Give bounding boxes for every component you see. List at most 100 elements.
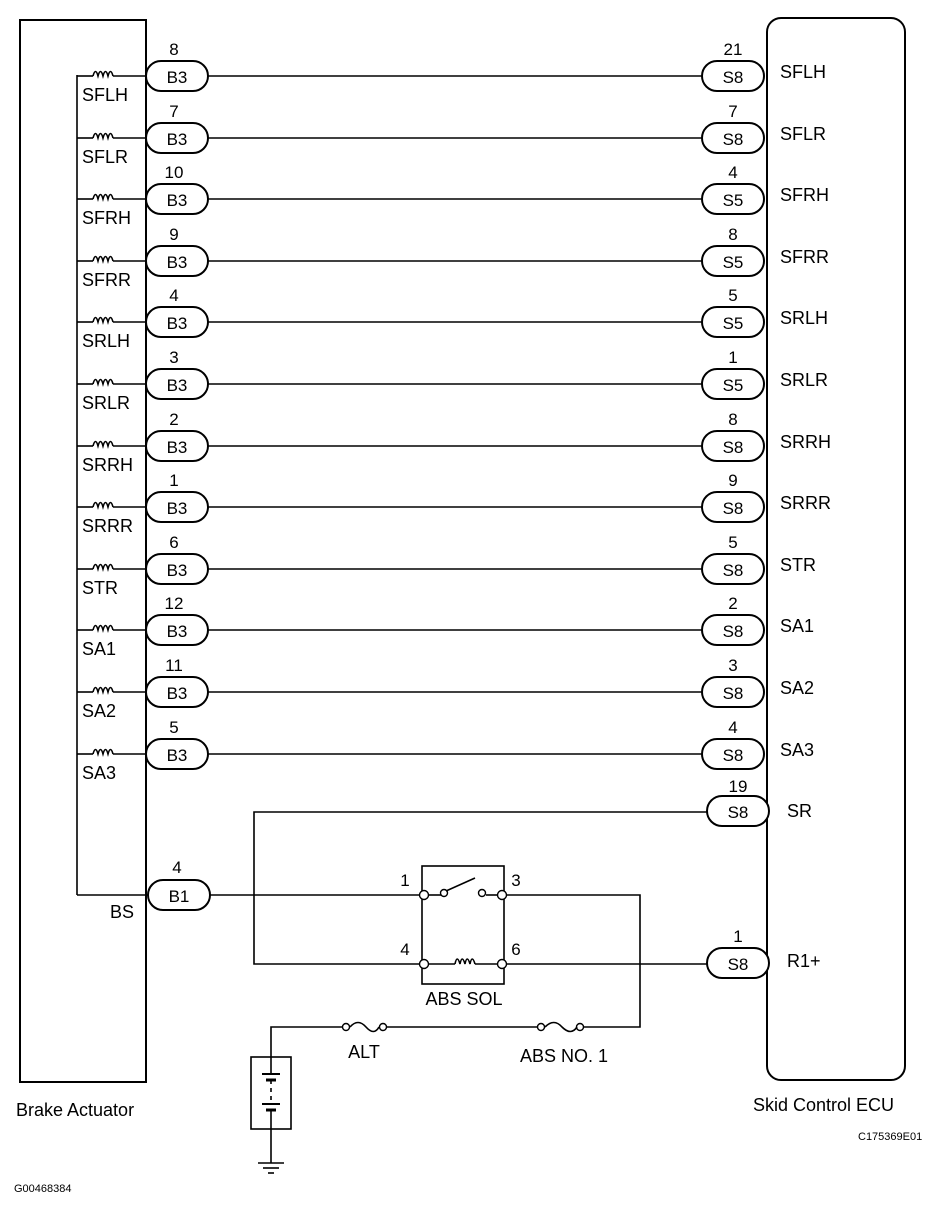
solenoid-label: SFLR xyxy=(82,147,128,167)
actuator-pin-number: 1 xyxy=(169,471,178,490)
bs-actuator-connector-label: B1 xyxy=(169,887,190,906)
ecu-connector-label: S8 xyxy=(723,438,744,457)
ecu-signal-label: SRLH xyxy=(780,308,828,328)
relay-pin6-label: 6 xyxy=(511,940,520,959)
ecu-signal-label: SA3 xyxy=(780,740,814,760)
actuator-connector-label: B3 xyxy=(167,622,188,641)
alt-fuse: ALT xyxy=(341,1021,388,1062)
ecu-connector xyxy=(701,553,765,585)
ecu-connector-label: S8 xyxy=(723,746,744,765)
ecu-connector-label: S8 xyxy=(723,68,744,87)
ecu-connector-label: S5 xyxy=(723,314,744,333)
ecu-connector-label: S8 xyxy=(723,684,744,703)
actuator-connector-label: B3 xyxy=(167,376,188,395)
sr-ecu-connector-label: S8 xyxy=(728,803,749,822)
ecu-pin-number: 4 xyxy=(728,163,737,182)
ecu-connector-label: S8 xyxy=(723,561,744,580)
figure-code: C175369E01 xyxy=(858,1131,922,1143)
solenoid-label: SRLH xyxy=(82,331,130,351)
actuator-connector-label: B3 xyxy=(167,438,188,457)
solenoid-label: SFRR xyxy=(82,270,131,290)
actuator-connector-label: B3 xyxy=(167,68,188,87)
ecu-pin-number: 2 xyxy=(728,594,737,613)
solenoid-label: SRLR xyxy=(82,393,130,413)
ecu-connector xyxy=(701,306,765,338)
actuator-connector-label: B3 xyxy=(167,314,188,333)
sr-ecu-signal-label: SR xyxy=(787,801,812,821)
ecu-pin-number: 4 xyxy=(728,718,737,737)
r1-row: S8 1 R1+ xyxy=(506,927,821,979)
ecu-signal-label: STR xyxy=(780,555,816,575)
ecu-connector-label: S5 xyxy=(723,376,744,395)
battery-icon xyxy=(250,1056,292,1163)
actuator-pin-number: 12 xyxy=(165,594,184,613)
actuator-pin-number: 10 xyxy=(165,163,184,182)
bs-row: BS B1 4 xyxy=(77,858,420,922)
abs-no1-fuse: ABS NO. 1 xyxy=(520,1021,608,1066)
ecu-signal-label: SRRH xyxy=(780,432,831,452)
skid-control-ecu-box xyxy=(766,17,906,1081)
bs-label: BS xyxy=(110,902,134,922)
actuator-connector-label: B3 xyxy=(167,130,188,149)
abs-fuse-label: ABS NO. 1 xyxy=(520,1046,608,1066)
solenoid-label: SA1 xyxy=(82,639,116,659)
solenoid-coil-icon xyxy=(92,501,114,510)
ecu-signal-label: SA1 xyxy=(780,616,814,636)
abs-fuse-node-right xyxy=(575,1022,585,1032)
relay-pin1-label: 1 xyxy=(400,871,409,890)
solenoid-coil-icon xyxy=(92,255,114,264)
r1-ecu-pin: 1 xyxy=(733,927,742,946)
ecu-pin-number: 5 xyxy=(728,533,737,552)
actuator-pin-number: 4 xyxy=(169,286,178,305)
ecu-connector xyxy=(701,738,765,770)
solenoid-coil-icon xyxy=(92,563,114,572)
actuator-connector-label: B3 xyxy=(167,499,188,518)
switch-contact-left xyxy=(439,888,449,898)
skid-control-ecu-label: Skid Control ECU xyxy=(753,1095,894,1115)
actuator-pin-number: 9 xyxy=(169,225,178,244)
sr-ecu-connector xyxy=(706,795,770,827)
ecu-connector xyxy=(701,676,765,708)
ecu-signal-label: SRRR xyxy=(780,493,831,513)
ecu-pin-number: 9 xyxy=(728,471,737,490)
ecu-signal-label: SFLR xyxy=(780,124,826,144)
ecu-connector xyxy=(701,183,765,215)
ecu-pin-number: 7 xyxy=(728,102,737,121)
r1-ecu-connector xyxy=(706,947,770,979)
ecu-pin-number: 1 xyxy=(728,348,737,367)
abs-sol-relay: 1 3 4 6 ABS SOL xyxy=(400,865,521,1009)
ecu-pin-number: 5 xyxy=(728,286,737,305)
actuator-connector-label: B3 xyxy=(167,191,188,210)
solenoid-label: SRRR xyxy=(82,516,133,536)
actuator-pin-number: 5 xyxy=(169,718,178,737)
ecu-connector xyxy=(701,122,765,154)
relay-pin3-label: 3 xyxy=(511,871,520,890)
relay-pin3-node xyxy=(496,889,508,901)
actuator-pin-number: 6 xyxy=(169,533,178,552)
bs-actuator-pin: 4 xyxy=(172,858,181,877)
alt-fuse-icon xyxy=(349,1021,380,1033)
ecu-connector xyxy=(701,368,765,400)
sr-ecu-pin: 19 xyxy=(729,777,748,796)
ecu-connector xyxy=(701,430,765,462)
ecu-connector-label: S5 xyxy=(723,253,744,272)
brake-actuator-box xyxy=(19,19,147,1083)
ecu-signal-label: SFRH xyxy=(780,185,829,205)
actuator-pin-number: 3 xyxy=(169,348,178,367)
ecu-signal-label: SFLH xyxy=(780,62,826,82)
actuator-pin-number: 2 xyxy=(169,410,178,429)
brake-actuator-label: Brake Actuator xyxy=(16,1100,134,1120)
ecu-pin-number: 3 xyxy=(728,656,737,675)
ecu-pin-number: 21 xyxy=(724,40,743,59)
r1-ecu-connector-label: S8 xyxy=(728,955,749,974)
